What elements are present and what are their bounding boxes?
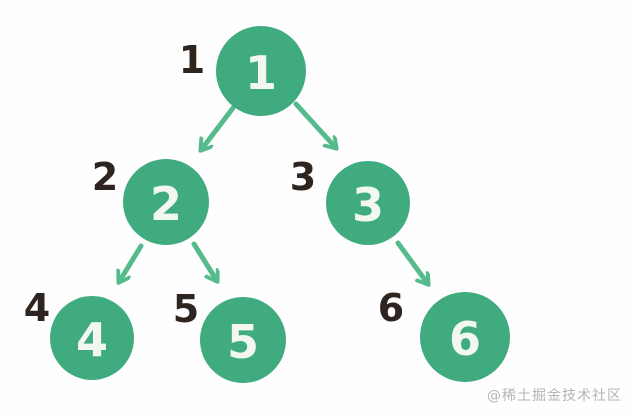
tree-node-circle-2 [123, 159, 209, 245]
tree-node-circle-4 [50, 296, 134, 380]
tree-node-circle-3 [326, 161, 410, 245]
tree-edge-2-5 [191, 241, 217, 281]
node-value: 4 [76, 313, 108, 367]
tree-node-3: 33 [290, 155, 410, 245]
node-value: 2 [150, 177, 182, 231]
node-order-label: 6 [378, 286, 404, 330]
node-value: 5 [227, 315, 259, 369]
tree-node-6: 66 [378, 286, 510, 382]
node-value: 3 [352, 178, 384, 232]
node-order-label: 4 [24, 286, 50, 330]
tree-node-circle-1 [216, 26, 306, 116]
watermark: @稀土掘金技术社区 [487, 388, 622, 404]
tree-node-circle-6 [420, 292, 510, 382]
node-order-label: 5 [173, 287, 199, 331]
tree-node-4: 44 [24, 286, 134, 380]
tree-edge-3-6 [395, 240, 428, 284]
node-order-label: 1 [179, 38, 205, 82]
tree-node-1: 11 [179, 26, 306, 116]
node-order-label: 2 [92, 155, 118, 199]
tree-node-5: 55 [173, 287, 286, 383]
node-value: 1 [245, 46, 277, 100]
tree-edge-2-4 [119, 243, 144, 282]
node-order-label: 3 [290, 155, 316, 199]
tree-edge-1-2 [201, 105, 236, 150]
node-value: 6 [449, 312, 481, 366]
tree-edge-1-3 [293, 101, 336, 148]
tree-node-2: 22 [92, 155, 209, 245]
tree-node-circle-5 [200, 297, 286, 383]
